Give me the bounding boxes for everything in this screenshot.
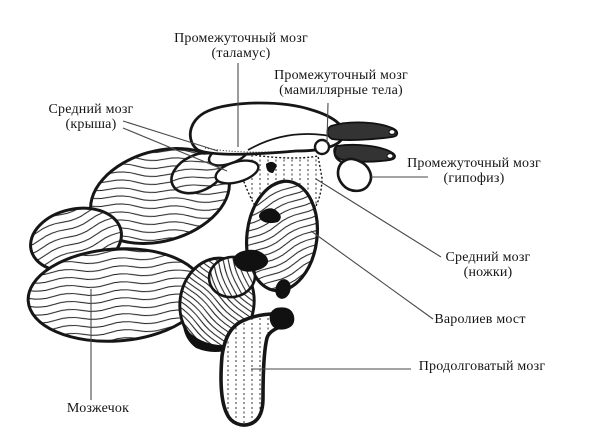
prong-upper-tip [388, 129, 396, 135]
label-hypophysis-line1: Промежуточный мозг [407, 156, 541, 171]
label-thalamus-line1: Промежуточный мозг [174, 31, 308, 46]
label-mamillary-line1: Промежуточный мозг [274, 68, 408, 83]
hypophysis-shape [336, 157, 373, 193]
black-mark-inside-pons [259, 208, 281, 224]
label-midbrain-roof: Средний мозг (крыша) [49, 102, 134, 133]
label-midbrain-peduncles: Средний мозг (ножки) [446, 250, 531, 281]
thalamus-shape [188, 101, 346, 156]
label-roof-line2: (крыша) [65, 117, 117, 133]
label-hypophysis: Промежуточный мозг (гипофиз) [407, 156, 541, 187]
label-thalamus: Промежуточный мозг (таламус) [174, 31, 308, 62]
label-cerebellum: Мозжечок [67, 401, 129, 416]
label-mamillary-line2: (мамиллярные тела) [279, 83, 403, 99]
label-medulla: Продолговатый мозг [419, 359, 546, 374]
label-thalamus-line2: (таламус) [211, 46, 271, 62]
leader-mamillary [326, 102, 329, 144]
thalamus-dotted-edge [204, 147, 301, 153]
label-hypophysis-line2: (гипофиз) [443, 171, 505, 187]
label-cerebellum-line1: Мозжечок [66, 401, 130, 416]
prong-lower-tip [386, 153, 394, 159]
label-peduncles-line1: Средний мозг [445, 250, 531, 265]
diencephalon-prong-upper [326, 121, 399, 141]
label-peduncles-line2: (ножки) [463, 265, 513, 281]
black-blob-medulla-flare [269, 307, 295, 330]
mamillary-body-shape [313, 138, 331, 156]
label-mamillary-bodies: Промежуточный мозг (мамиллярные тела) [274, 68, 408, 99]
leader-roof-b [122, 127, 228, 172]
label-roof-line1: Средний мозг [48, 102, 134, 117]
leader-roof-a [122, 120, 219, 152]
diencephalon-prong-lower [333, 143, 396, 163]
leader-pons [310, 230, 434, 320]
label-pons-line1: Варолиев мост [434, 312, 526, 327]
leader-peduncles [315, 178, 442, 258]
black-blob-pons-base [275, 279, 291, 299]
label-medulla-line1: Продолговатый мозг [418, 359, 546, 374]
black-mark-upper-stalk [266, 161, 277, 173]
midbrain-roof-lower-colliculus [214, 159, 260, 185]
black-blob-peduncle-knob [233, 249, 269, 272]
label-pons: Варолиев мост [434, 312, 525, 327]
